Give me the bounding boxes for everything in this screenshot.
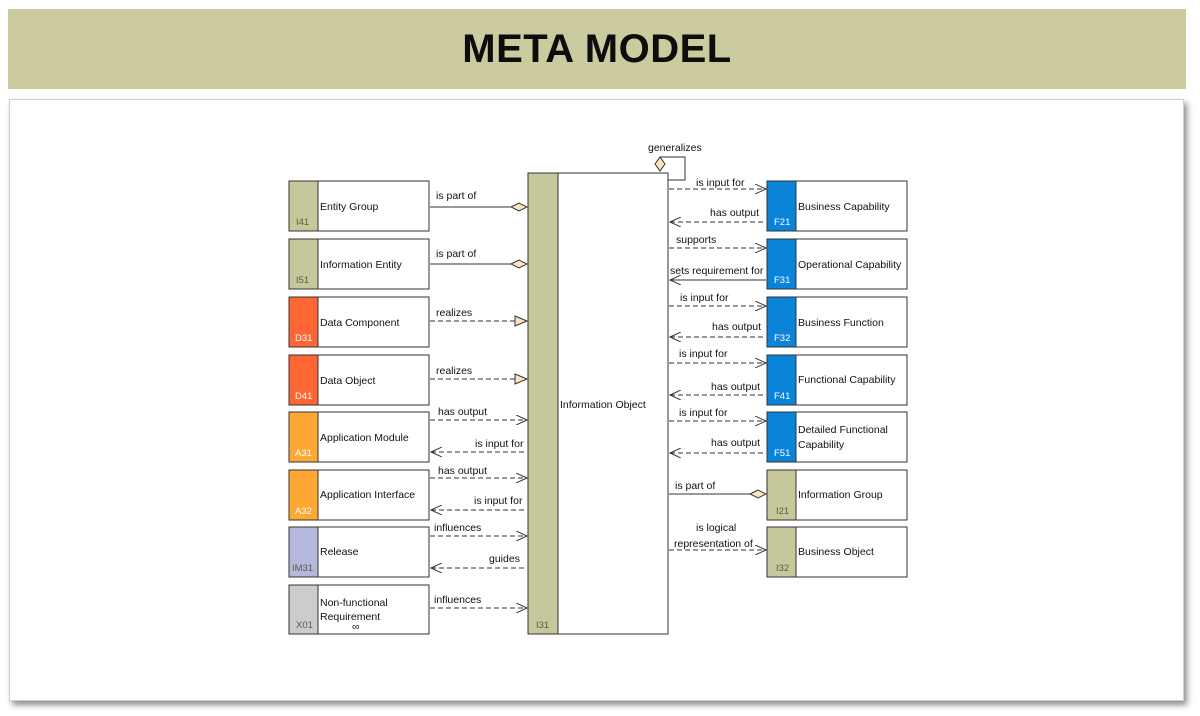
node-label: Data Component <box>320 317 399 329</box>
relation-label: has output <box>710 207 759 219</box>
node-label: Non-functional <box>320 597 388 609</box>
node-code: F51 <box>774 448 790 459</box>
relation-label: is input for <box>680 292 729 304</box>
node-code: X01 <box>296 620 313 631</box>
node-code: I21 <box>776 506 789 517</box>
node-label: Data Object <box>320 375 376 387</box>
node-label: Information Entity <box>320 259 402 271</box>
node-detailed-functional-capability[interactable]: Detailed Functional Capability F51 <box>766 411 908 463</box>
node-label: Business Object <box>798 546 874 558</box>
node-label: Release <box>320 546 359 558</box>
node-application-module[interactable]: Application Module A31 <box>288 411 430 463</box>
relation-label: guides <box>489 553 520 565</box>
node-label: Entity Group <box>320 201 379 213</box>
node-code: IM31 <box>292 563 313 574</box>
node-label: Capability <box>798 439 845 451</box>
relation-label: is logical <box>696 522 736 534</box>
information-object-label: Information Object <box>560 399 646 411</box>
node-label: Operational Capability <box>798 259 902 271</box>
relation-label: is input for <box>679 348 728 360</box>
node-data-object[interactable]: Data Object D41 <box>288 354 430 406</box>
page-title: META MODEL <box>462 27 732 71</box>
relation-label: has output <box>711 437 760 449</box>
node-label: Detailed Functional <box>798 424 888 436</box>
node-operational-capability[interactable]: Operational Capability F31 <box>766 238 908 290</box>
node-label: Business Function <box>798 317 884 329</box>
relation-label: is part of <box>436 190 476 202</box>
node-information-group[interactable]: Information Group I21 <box>766 469 908 521</box>
node-functional-capability[interactable]: Functional Capability F41 <box>766 354 908 406</box>
node-non-functional-requirement[interactable]: Non-functional Requirement ∞ X01 <box>288 584 430 635</box>
node-code: F32 <box>774 333 790 344</box>
node-business-capability[interactable]: Business Capability F21 <box>766 180 908 232</box>
relation-label: sets requirement for <box>670 265 764 277</box>
node-release[interactable]: Release IM31 <box>288 526 430 578</box>
relation-label: is part of <box>436 248 476 260</box>
node-code: D31 <box>295 333 312 344</box>
node-business-function[interactable]: Business Function F32 <box>766 296 908 348</box>
node-code: I51 <box>296 275 309 286</box>
node-code: D41 <box>295 391 312 402</box>
node-label: Requirement <box>320 611 380 623</box>
node-code: A32 <box>295 506 312 517</box>
node-code: I32 <box>776 563 789 574</box>
node-code: F21 <box>774 217 790 228</box>
infinity-icon: ∞ <box>352 621 360 633</box>
generalizes-label: generalizes <box>648 142 702 154</box>
node-label: Information Group <box>798 489 883 501</box>
relation-label: is input for <box>696 177 745 189</box>
relation-label: has output <box>438 406 487 418</box>
node-code: I41 <box>296 217 309 228</box>
relation-label: is input for <box>475 438 524 450</box>
node-label: Functional Capability <box>798 374 896 386</box>
relation-label: has output <box>711 381 760 393</box>
generalizes-relation: generalizes <box>648 142 702 181</box>
node-code: F31 <box>774 275 790 286</box>
relation-label: representation of <box>674 538 753 550</box>
node-business-object[interactable]: Business Object I32 <box>766 526 908 578</box>
node-label: Application Module <box>320 432 409 444</box>
node-label: Application Interface <box>320 489 415 501</box>
node-data-component[interactable]: Data Component D31 <box>288 296 430 348</box>
title-banner: META MODEL <box>8 9 1186 89</box>
relation-label: is input for <box>474 495 523 507</box>
node-application-interface[interactable]: Application Interface A32 <box>288 469 430 521</box>
node-entity-group[interactable]: Entity Group I41 <box>288 180 430 232</box>
relation-label: influences <box>434 594 481 606</box>
node-label: Business Capability <box>798 201 890 213</box>
relation-label: realizes <box>436 365 472 377</box>
relation-label: influences <box>434 522 481 534</box>
node-information-entity[interactable]: Information Entity I51 <box>288 238 430 290</box>
relation-label: realizes <box>436 307 472 319</box>
relation-label: has output <box>438 465 487 477</box>
node-code: F41 <box>774 391 790 402</box>
relation-label: supports <box>676 234 716 246</box>
relation-label: has output <box>712 321 761 333</box>
information-object-code: I31 <box>536 620 549 631</box>
node-code: A31 <box>295 448 312 459</box>
relation-label: is part of <box>675 480 715 492</box>
information-object-node[interactable]: Information Object I31 <box>527 172 669 635</box>
relation-label: is input for <box>679 407 728 419</box>
